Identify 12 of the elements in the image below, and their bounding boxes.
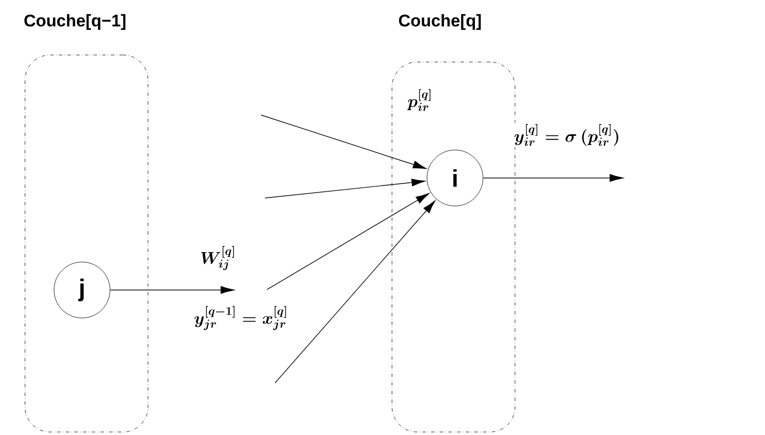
formula-label: $p_{ir}^{[q]}$ [407, 89, 430, 111]
arrow [110, 286, 234, 294]
arrow [260, 114, 427, 169]
edge-label: $y_{ir}^{[q]} = \sigma\,(p_{ir}^{[q]})$ [512, 122, 622, 148]
edge-label: $W_{ij}^{[q]}$ [198, 244, 238, 272]
arrow [266, 193, 430, 290]
layer-heading: Couche[q] [399, 14, 481, 30]
equation-label: $y_{jr}^{[q-1]} = x_{jr}^{[q]}$ [194, 306, 286, 330]
arrow [482, 174, 624, 182]
arrow [264, 178, 426, 198]
arrow [274, 200, 436, 384]
layer-heading: Couche[q−1] [24, 14, 126, 30]
